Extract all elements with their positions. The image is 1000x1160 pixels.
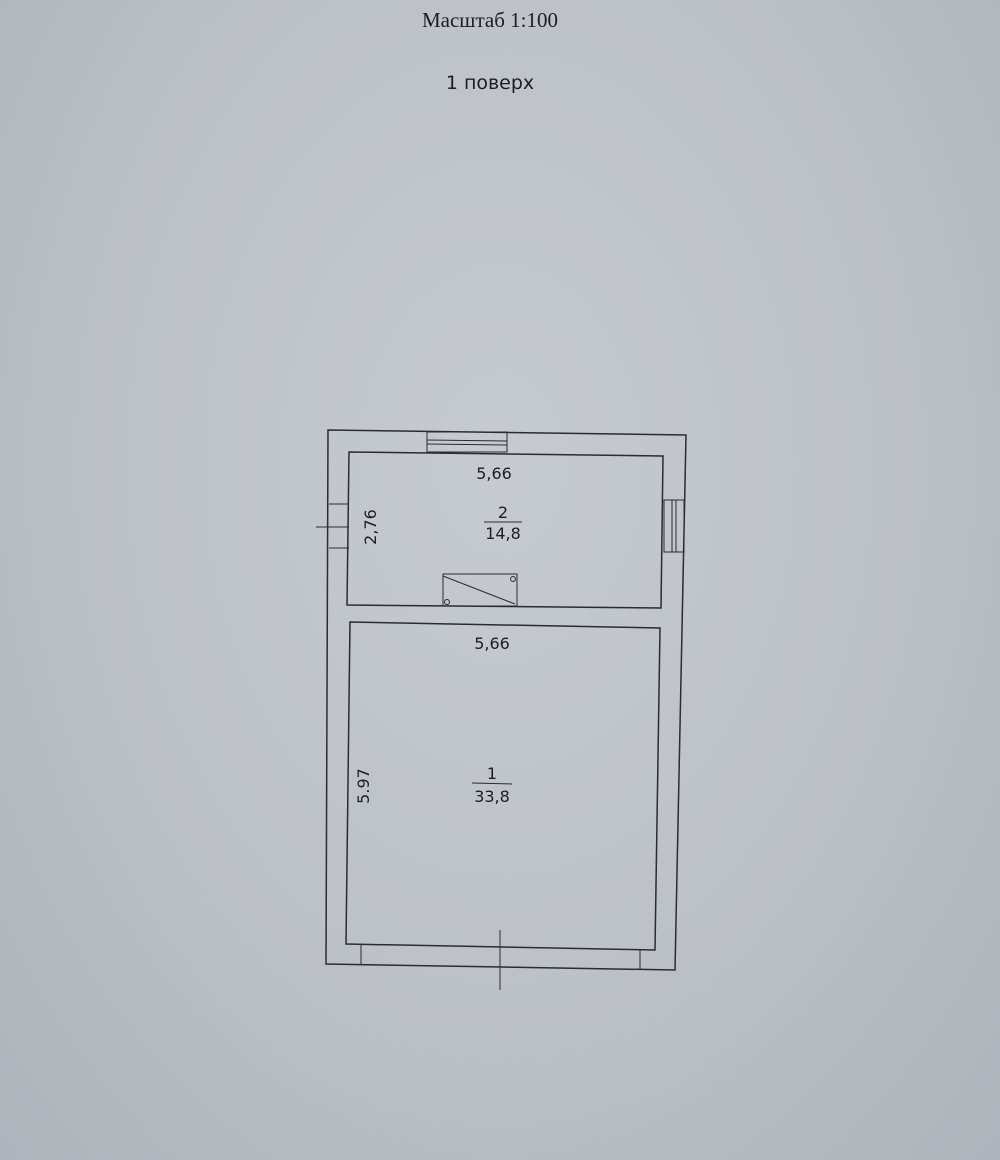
room-2-number: 2 xyxy=(498,503,508,522)
door-bottom xyxy=(360,930,641,990)
room-1-number: 1 xyxy=(487,764,497,783)
outer-wall xyxy=(325,429,687,971)
stove-symbol xyxy=(442,573,518,607)
room-2-width: 5,66 xyxy=(476,464,512,483)
room-1-depth: 5.97 xyxy=(354,768,373,804)
room-1-width: 5,66 xyxy=(474,634,510,653)
room-2-outline xyxy=(346,451,664,609)
window-right xyxy=(663,499,685,553)
room-1-area: 33,8 xyxy=(474,787,510,806)
window-top xyxy=(426,431,508,453)
floor-title: 1 поверх xyxy=(445,72,535,94)
door-left xyxy=(316,503,349,549)
room-2-area: 14,8 xyxy=(485,524,521,543)
room-2-depth: 2,76 xyxy=(361,509,380,545)
scale-title: Масштаб 1:100 xyxy=(421,8,558,32)
room-1-fraction-line xyxy=(471,782,513,785)
room-1-outline xyxy=(345,621,661,951)
